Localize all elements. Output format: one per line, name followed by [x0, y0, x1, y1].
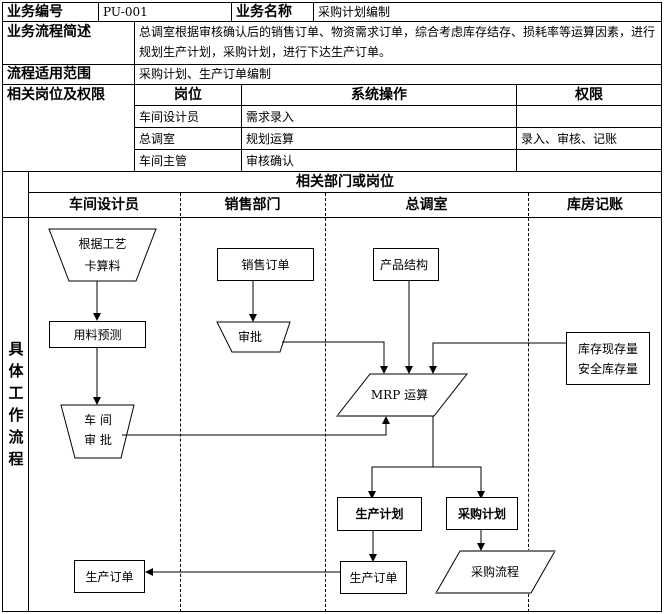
lane-divider-1 — [180, 193, 181, 612]
workshop-approve-shape — [60, 404, 135, 459]
side-label-char: 作 — [8, 406, 24, 424]
lane-dispatch-office: 总调室 — [405, 197, 448, 213]
side-label-char: 程 — [8, 450, 24, 468]
node-purchase-process[interactable]: 采购流程 — [470, 565, 519, 579]
side-label-char: 流 — [8, 428, 24, 446]
side-label: 具 体 工 作 流 程 — [5, 338, 27, 470]
lane-header-divider — [2, 217, 662, 218]
node-workshop-approve-line-2: 审 批 — [84, 433, 112, 447]
node-workshop-approve-line-1: 车 间 — [84, 413, 112, 427]
node-inventory-line-2: 安全库存量 — [577, 361, 638, 376]
node-sales-approve[interactable]: 审批 — [237, 330, 262, 344]
node-product-structure[interactable]: 产品结构 — [373, 248, 439, 281]
node-mrp[interactable]: MRP 运算 — [370, 388, 429, 402]
side-label-char: 体 — [8, 362, 24, 380]
node-production-plan[interactable]: 生产计划 — [337, 497, 422, 531]
process-summary-line-2: 规划生产计划，采购计划，进行下达生产订单。 — [139, 45, 392, 59]
process-summary-line-1: 总调室根据审核确认后的销售订单、物资需求订单，综合考虑库存结存、损耗率等运算因素… — [139, 25, 656, 39]
workflow-frame — [2, 171, 662, 612]
side-label-char: 具 — [8, 340, 24, 358]
node-workshop-approve[interactable]: 车 间 审 批 — [68, 410, 128, 450]
lane-workshop-designer: 车间设计员 — [69, 197, 139, 213]
dept-header-divider — [28, 192, 662, 193]
node-purchase-plan[interactable]: 采购计划 — [446, 497, 518, 530]
lane-divider-2 — [325, 193, 326, 612]
side-label-divider — [28, 171, 29, 612]
sales-approve-shape — [216, 321, 291, 353]
lane-warehouse: 库房记账 — [567, 197, 623, 213]
lane-sales-dept: 销售部门 — [224, 197, 281, 213]
node-craft-card-line-2: 卡算料 — [84, 259, 121, 273]
dept-header: 相关部门或岗位 — [296, 174, 394, 190]
node-inventory[interactable]: 库存现存量 安全库存量 — [566, 332, 650, 385]
node-sales-order[interactable]: 销售订单 — [217, 248, 314, 281]
arrow-sales-approve-to-mrp — [282, 341, 388, 374]
node-material-forecast[interactable]: 用料预测 — [49, 321, 146, 348]
lane-divider-3 — [528, 193, 529, 612]
arrow-mrp-to-production-plan — [368, 466, 433, 499]
node-inventory-line-1: 库存现存量 — [577, 341, 638, 356]
node-craft-card-line-1: 根据工艺 — [78, 237, 127, 251]
node-production-order-workshop[interactable]: 生产订单 — [74, 560, 145, 593]
arrow-workshop-approve-to-mrp — [122, 416, 390, 436]
craft-card-shape — [48, 228, 157, 282]
arrow-inventory-to-mrp — [429, 342, 566, 374]
side-label-char: 工 — [8, 384, 24, 402]
arrow-mrp-to-purchase-plan — [433, 466, 485, 499]
node-craft-card[interactable]: 根据工艺 卡算料 — [69, 233, 136, 277]
node-production-order-main[interactable]: 生产订单 — [340, 561, 407, 594]
